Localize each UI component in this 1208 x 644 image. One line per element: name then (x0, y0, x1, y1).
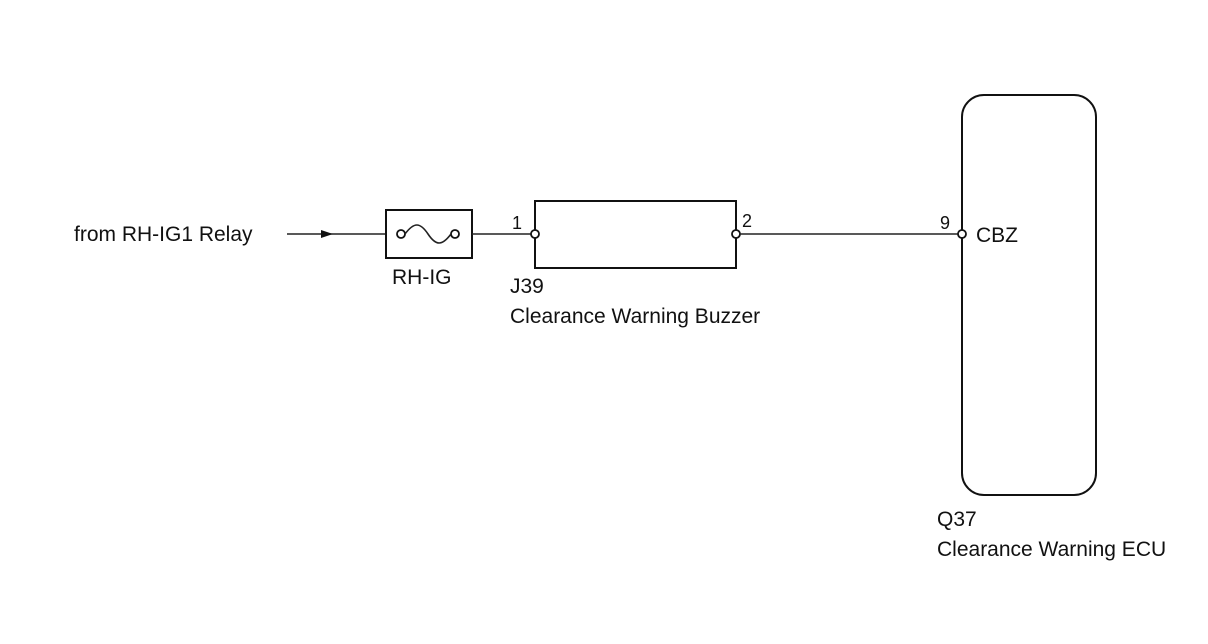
ecu-name: Clearance Warning ECU (937, 538, 1166, 561)
ecu-pin-9-terminal (957, 229, 967, 239)
ecu-code: Q37 (937, 508, 977, 531)
buzzer-pin-in-label: 1 (512, 213, 522, 233)
buzzer-pin-1-terminal (530, 229, 540, 239)
fuse-icon (396, 224, 460, 244)
buzzer-pin-out-label: 2 (742, 211, 752, 231)
buzzer-code: J39 (510, 275, 544, 298)
ecu-pin-label: 9 (940, 213, 950, 233)
buzzer-pin-2-terminal (731, 229, 741, 239)
ecu-terminal-label: CBZ (976, 224, 1018, 247)
ecu-box (961, 94, 1097, 496)
fuse-label: RH-IG (392, 266, 452, 289)
buzzer-box (534, 200, 737, 269)
buzzer-name: Clearance Warning Buzzer (510, 305, 760, 328)
arrow-icon (321, 230, 333, 238)
source-label: from RH-IG1 Relay (74, 223, 253, 246)
